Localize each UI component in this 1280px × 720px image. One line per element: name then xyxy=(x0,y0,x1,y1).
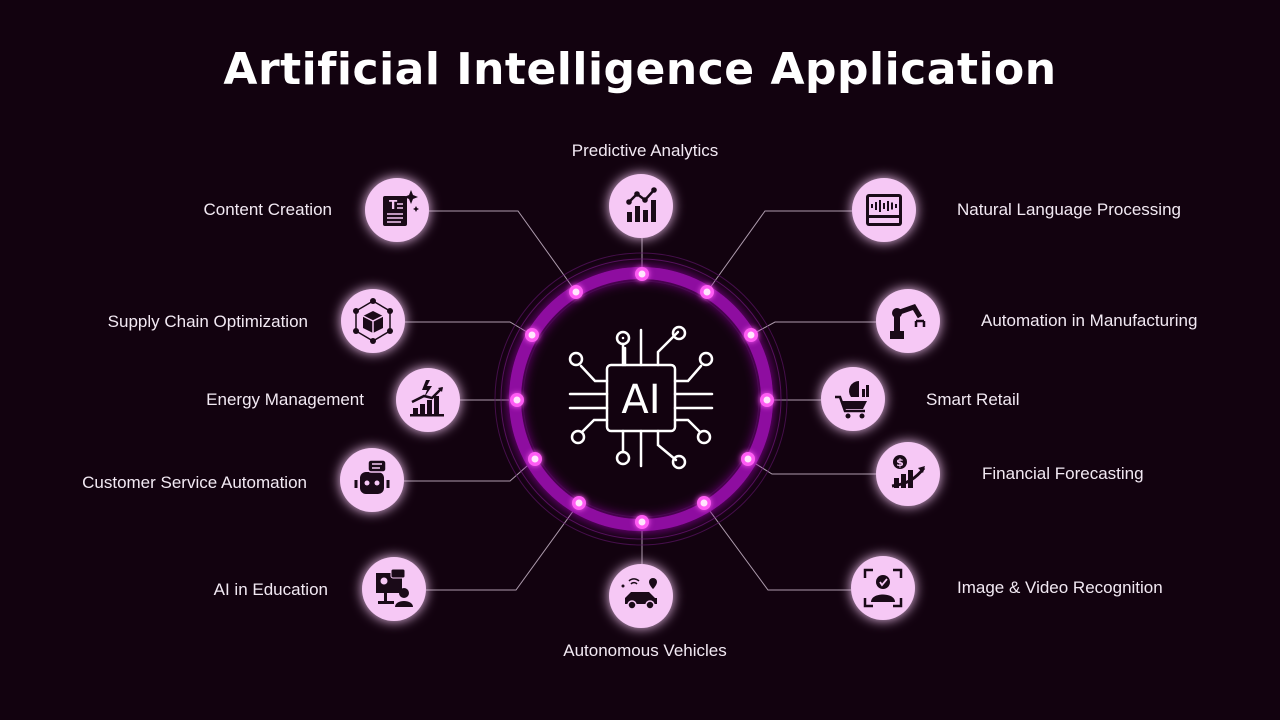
node-predictive-analytics xyxy=(609,174,673,238)
chatbot-icon xyxy=(354,459,390,494)
label-predictive-analytics: Predictive Analytics xyxy=(571,141,719,160)
label-content-creation: Content Creation xyxy=(203,200,332,219)
ring-dot-financial-forecasting xyxy=(741,452,755,466)
label-smart-retail: Smart Retail xyxy=(926,390,1020,409)
label-ai-in-education: AI in Education xyxy=(213,580,328,599)
connector-automation-in-manufacturing xyxy=(750,321,876,336)
node-smart-retail xyxy=(821,367,885,431)
label-energy-management: Energy Management xyxy=(206,390,364,409)
ring-dot-predictive-analytics xyxy=(635,267,649,281)
cube-network-icon xyxy=(353,298,393,344)
ai-chip-icon xyxy=(568,325,714,470)
connector-image-and-video-recognition xyxy=(703,502,851,591)
node-supply-chain-optimization xyxy=(341,289,405,353)
outer-halo-ring xyxy=(494,252,788,546)
teacher-screen-icon xyxy=(376,568,413,607)
connector-natural-language-processing xyxy=(706,210,852,293)
dollar-growth-icon: $ xyxy=(891,455,926,488)
label-financial-forecasting: Financial Forecasting xyxy=(982,464,1144,483)
connector-supply-chain-optimization xyxy=(405,321,533,336)
application-nodes: $T xyxy=(340,174,940,628)
label-automation-in-manufacturing: Automation in Manufacturing xyxy=(981,311,1198,330)
car-icon xyxy=(621,578,657,610)
label-image-and-video-recognition: Image & Video Recognition xyxy=(957,578,1163,597)
svg-text:$: $ xyxy=(896,456,904,469)
ai-chip-label: AI xyxy=(621,377,660,423)
energy-chart-icon xyxy=(410,380,444,417)
connector-customer-service-automation xyxy=(404,458,536,482)
sound-wave-icon xyxy=(866,194,902,226)
node-customer-service-automation xyxy=(340,448,404,512)
node-automation-in-manufacturing xyxy=(876,289,940,353)
svg-text:T: T xyxy=(389,198,398,212)
ring-dot-autonomous-vehicles xyxy=(635,515,649,529)
node-autonomous-vehicles xyxy=(609,564,673,628)
slide-title: Artificial Intelligence Application xyxy=(223,44,1057,95)
label-natural-language-processing: Natural Language Processing xyxy=(957,200,1181,219)
ring-dot-content-creation xyxy=(569,285,583,299)
label-customer-service-automation: Customer Service Automation xyxy=(82,473,307,492)
connector-content-creation xyxy=(429,210,577,293)
label-autonomous-vehicles: Autonomous Vehicles xyxy=(563,641,727,660)
connector-lines xyxy=(404,210,876,591)
node-energy-management xyxy=(396,368,460,432)
ring-dot-supply-chain-optimization xyxy=(525,328,539,342)
robot-arm-icon xyxy=(890,303,926,339)
ring-dot-image-and-video-recognition xyxy=(697,496,711,510)
document-sparkle-icon: T xyxy=(383,190,419,226)
ring-dots xyxy=(510,267,774,529)
ring-dot-customer-service-automation xyxy=(528,452,542,466)
bar-chart-icon xyxy=(626,187,657,222)
node-natural-language-processing xyxy=(852,178,916,242)
ring-dot-automation-in-manufacturing xyxy=(744,328,758,342)
ring-dot-natural-language-processing xyxy=(700,285,714,299)
label-supply-chain-optimization: Supply Chain Optimization xyxy=(107,312,308,331)
ring-dot-ai-in-education xyxy=(572,496,586,510)
node-ai-in-education xyxy=(362,557,426,621)
shopping-cart-icon xyxy=(835,381,869,419)
node-financial-forecasting: $ xyxy=(876,442,940,506)
ring-dot-smart-retail xyxy=(760,393,774,407)
connector-financial-forecasting xyxy=(747,458,876,475)
node-content-creation: T xyxy=(365,178,429,242)
connector-ai-in-education xyxy=(426,502,580,591)
outer-halo-ring-2 xyxy=(500,258,782,540)
node-image-and-video-recognition xyxy=(851,556,915,620)
face-scan-icon xyxy=(863,568,903,608)
ring-dot-energy-management xyxy=(510,393,524,407)
